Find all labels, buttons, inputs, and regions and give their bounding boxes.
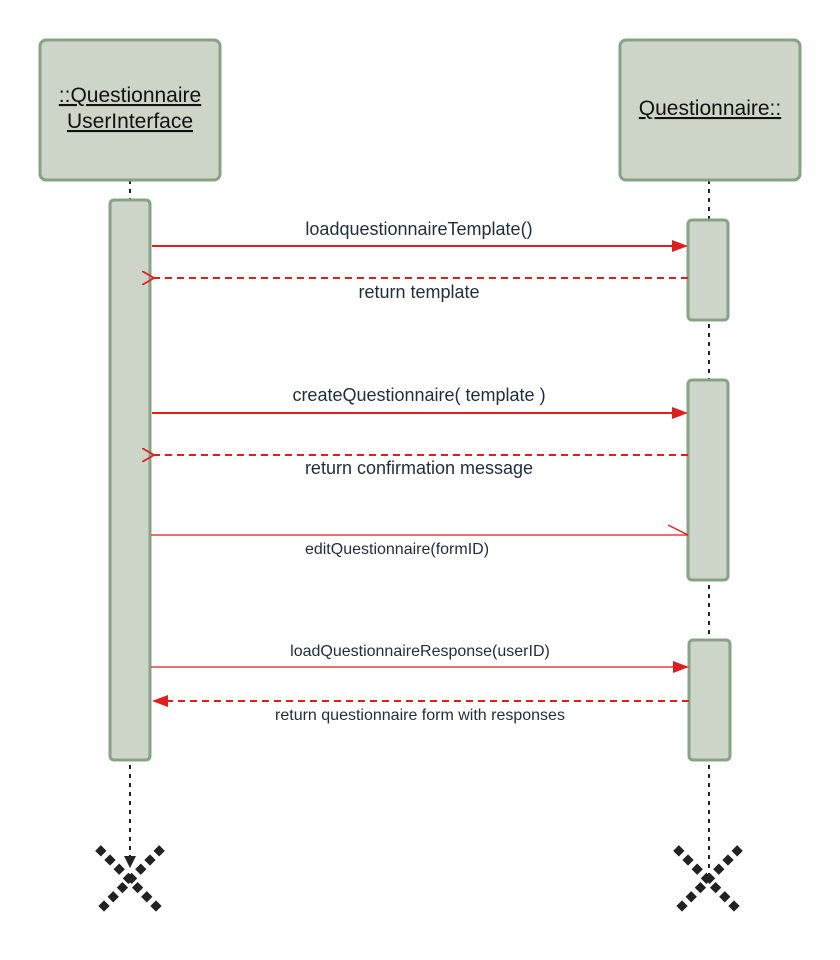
message-load-questionnaire-template[interactable]: loadquestionnaireTemplate() — [152, 219, 688, 252]
message-return-questionnaire-form[interactable]: return questionnaire form with responses — [152, 695, 689, 724]
message-edit-questionnaire[interactable]: editQuestionnaire(formID) — [151, 524, 689, 558]
participant-name-line1: Questionnaire:: — [639, 97, 781, 120]
activation-bar-left — [108, 198, 152, 762]
message-label: loadQuestionnaireResponse(userID) — [290, 643, 550, 660]
activation-bar-right-2 — [686, 378, 730, 582]
message-label: editQuestionnaire(formID) — [305, 541, 489, 558]
message-return-confirmation[interactable]: return confirmation message — [154, 455, 688, 478]
destroy-x-icon — [95, 845, 165, 915]
activation-bar-right-1 — [686, 218, 730, 322]
message-label: loadquestionnaireTemplate() — [305, 219, 532, 239]
participant-questionnaire[interactable]: Questionnaire:: — [618, 38, 802, 182]
message-label: return confirmation message — [305, 458, 533, 478]
message-label: return template — [358, 282, 479, 302]
message-label: createQuestionnaire( template ) — [292, 385, 545, 405]
message-label: return questionnaire form with responses — [275, 707, 565, 724]
activation-bar-right-3 — [687, 638, 732, 762]
message-create-questionnaire[interactable]: createQuestionnaire( template ) — [152, 385, 688, 419]
destroy-x-icon — [673, 845, 743, 915]
participant-name-line2: UserInterface — [67, 110, 193, 133]
participant-name-line1: ::Questionnaire — [59, 84, 201, 107]
participant-questionnaire-user-interface[interactable]: ::Questionnaire UserInterface — [38, 38, 222, 182]
message-load-questionnaire-response[interactable]: loadQuestionnaireResponse(userID) — [151, 643, 689, 673]
message-return-template[interactable]: return template — [154, 278, 688, 302]
